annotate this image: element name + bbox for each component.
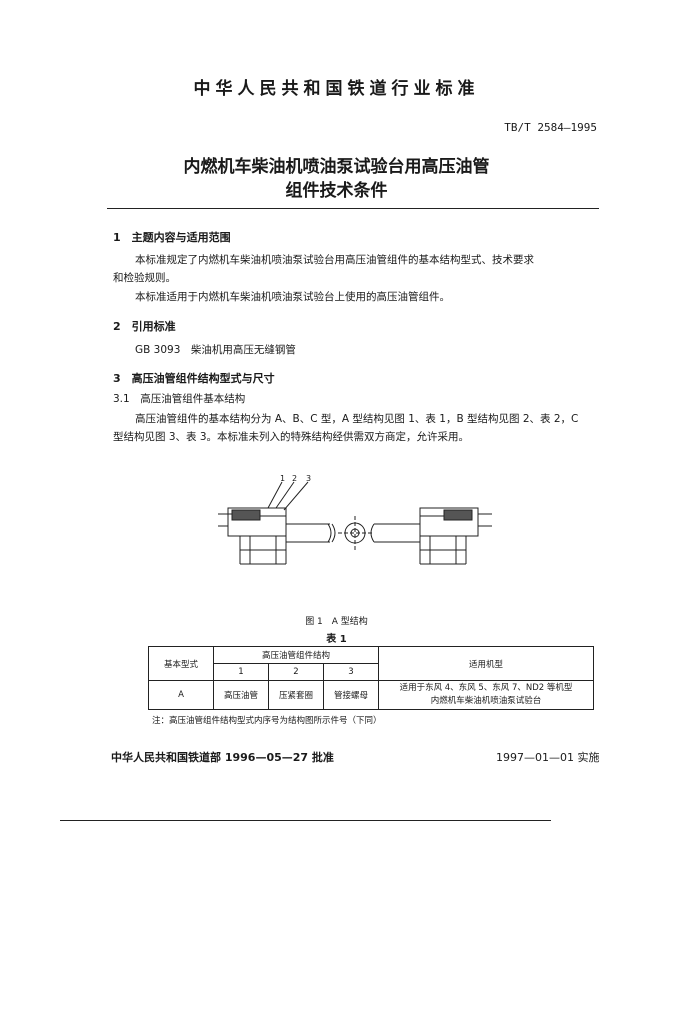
table-header-applicable: 适用机型 [378,646,594,681]
table-header-structure: 高压油管组件结构 [213,646,379,664]
section-3-1-heading: 3.1 高压油管组件基本结构 [113,393,246,405]
table-cell-type: A [148,680,214,710]
table-note: 注：高压油管组件结构型式内序号为结构图所示件号（下同） [152,716,382,726]
footer-approval: 中华人民共和国铁道部 1996—05—27 批准 [111,751,334,764]
footer-rule [60,820,551,821]
table-header-col-3: 3 [323,663,379,681]
table-cell-part-2: 压紧套圈 [268,680,324,710]
document-title-line1: 内燃机车柴油机喷油泵试验台用高压油管 [183,157,490,177]
table-1: 基本型式 高压油管组件结构 适用机型 1 2 3 A 高压油管 压紧套圈 管接螺… [148,646,594,710]
table-header-col-1: 1 [213,663,269,681]
figure-callout-2: 2 [292,474,298,483]
section-1-heading: 1 主题内容与适用范围 [113,231,231,244]
title-rule [107,208,599,209]
footer-implementation: 1997—01—01 实施 [496,751,600,764]
section-3-1-paragraph-line-1: 高压油管组件的基本结构分为 A、B、C 型，A 型结构见图 1、表 1，B 型结… [135,413,579,425]
standard-code: TB/T 2584—1995 [504,121,597,134]
table-1-title: 表 1 [326,634,347,645]
table-row: A 高压油管 压紧套圈 管接螺母 适用于东风 4、东风 5、东风 7、ND2 等… [148,680,594,710]
org-header-title: 中华人民共和国铁道行业标准 [193,79,480,99]
figure-1-drawing [218,481,492,565]
table-cell-applicable: 适用于东风 4、东风 5、东风 7、ND2 等机型 内燃机车柴油机喷油泵试验台 [378,680,594,710]
section-2-heading: 2 引用标准 [113,320,176,333]
table-header-col-2: 2 [268,663,324,681]
document-title-line2: 组件技术条件 [285,181,388,201]
figure-callout-3: 3 [306,474,312,483]
table-cell-part-3: 管接螺母 [323,680,379,710]
figure-1-caption: 图 1 A 型结构 [305,617,368,627]
section-1-paragraph-1-line-2: 和检验规则。 [113,272,176,284]
table-cell-part-1: 高压油管 [213,680,269,710]
table-cell-applicable-line-2: 内燃机车柴油机喷油泵试验台 [430,696,542,706]
figure-callout-1: 1 [280,474,286,483]
section-3-1-paragraph-line-2: 型结构见图 3、表 3。本标准未列入的特殊结构经供需双方商定，允许采用。 [113,431,470,443]
table-cell-applicable-line-1: 适用于东风 4、东风 5、东风 7、ND2 等机型 [399,683,573,693]
table-header-basic-type: 基本型式 [148,646,214,681]
section-1-paragraph-2: 本标准适用于内燃机车柴油机喷油泵试验台上使用的高压油管组件。 [135,291,450,303]
section-3-heading: 3 高压油管组件结构型式与尺寸 [113,372,275,385]
section-1-paragraph-1-line-1: 本标准规定了内燃机车柴油机喷油泵试验台用高压油管组件的基本结构型式、技术要求 [135,254,534,266]
section-2-reference: GB 3093 柴油机用高压无缝钢管 [135,344,296,356]
